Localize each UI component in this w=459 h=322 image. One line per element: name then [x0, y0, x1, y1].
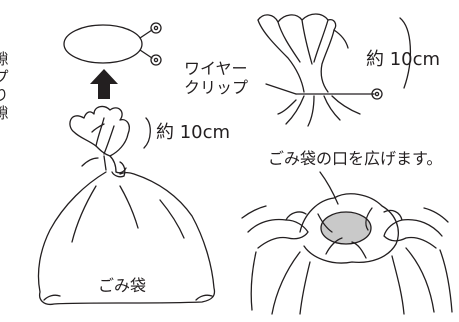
bag-opening — [321, 212, 371, 244]
side-text-line-4: 隙 — [0, 104, 9, 122]
wire-clip-ring-top — [151, 23, 161, 33]
side-text-column: 隙 プ り 隙 — [0, 50, 9, 122]
up-arrow-icon — [90, 69, 118, 99]
wire-clip-loop — [64, 25, 142, 63]
instruction-label: ごみ袋の口を広げます。 — [268, 149, 443, 168]
tied-bag-illustration — [38, 107, 214, 305]
open-bag-illustration — [242, 172, 452, 314]
wire-clip-leader — [266, 84, 296, 94]
pointer-line — [320, 172, 338, 204]
side-text-line-3: り — [0, 86, 9, 104]
size-bracket-right — [400, 18, 410, 88]
wire-clip-ends — [140, 30, 152, 58]
bag-label: ごみ袋 — [98, 276, 147, 295]
side-text-line-1: 隙 — [0, 50, 9, 68]
size-bracket-left — [144, 118, 150, 148]
clipped-bag-illustration — [258, 14, 410, 126]
size-label-right: 約 10cm — [366, 49, 441, 70]
wire-clip-label-line-1: ワイヤー — [184, 59, 248, 78]
size-label-left: 約 10cm — [156, 122, 231, 143]
wire-clip-ring-bottom — [151, 55, 161, 65]
side-text-line-2: プ — [0, 68, 9, 86]
wire-clip-illustration — [64, 23, 161, 65]
wire-clip-label-line-2: クリップ — [184, 78, 249, 97]
